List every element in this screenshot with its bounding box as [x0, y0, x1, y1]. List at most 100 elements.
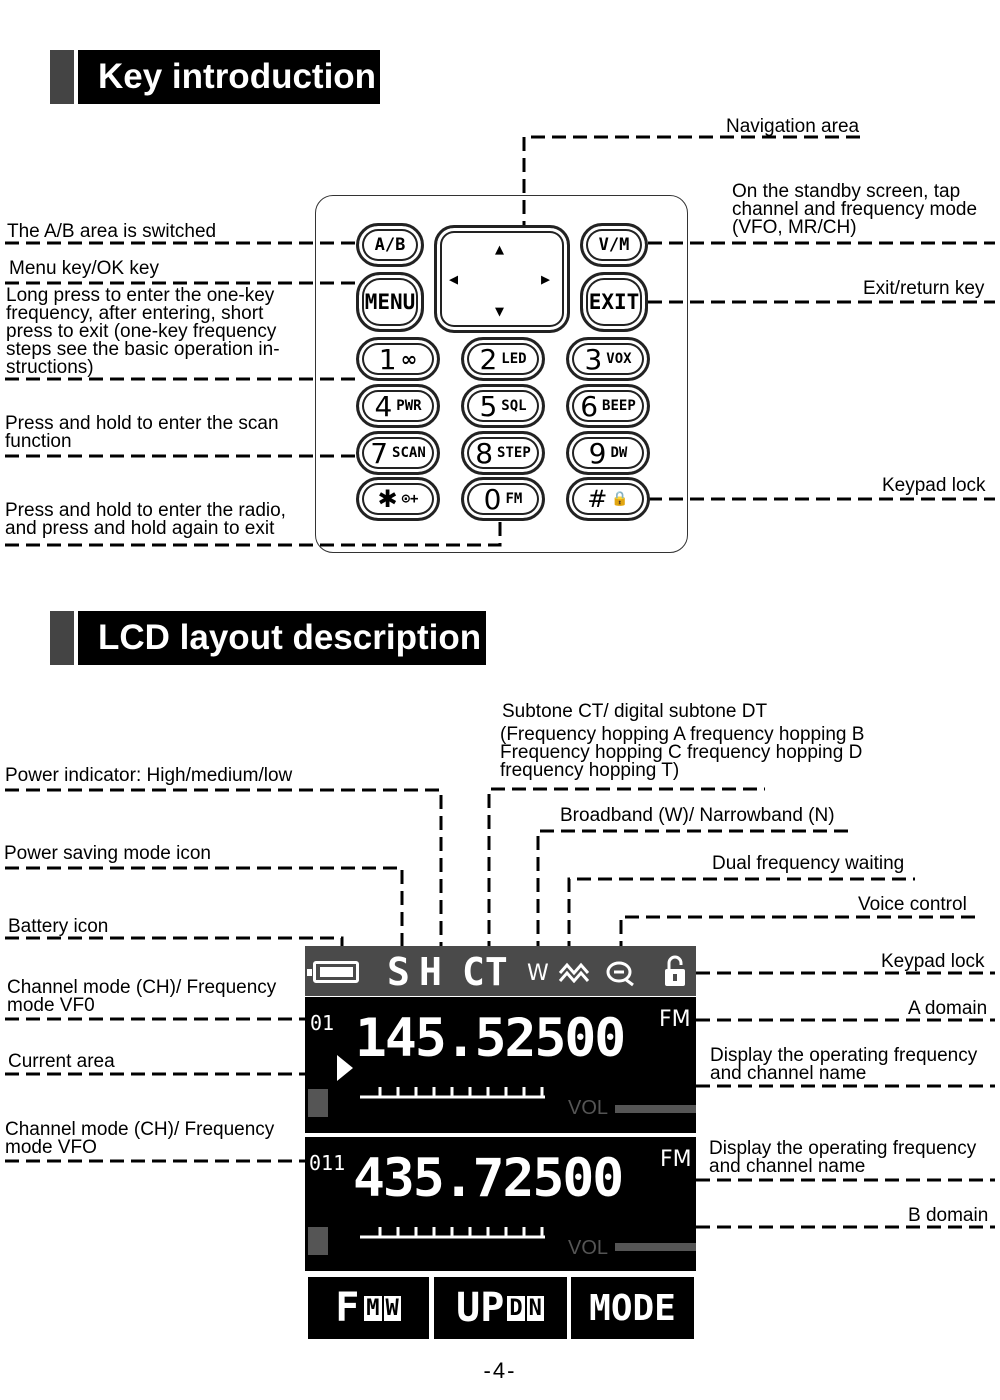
channel-mode-a-description: Channel mode (CH)/ Frequency mode VF0: [7, 977, 277, 1016]
scan-line-2: function: [5, 431, 72, 452]
soft-key-mode-label: MODE: [589, 1287, 676, 1329]
lcd-b-domain: 011 435.72500 FM VOL: [305, 1137, 696, 1271]
signal-meter-a: [360, 1087, 545, 1099]
key-9-sub: DW: [610, 445, 628, 461]
key-hash[interactable]: #🔒: [566, 477, 650, 521]
radio-line-1: Press and hold to enter the radio,: [5, 500, 286, 521]
soft-key-d: D: [507, 1295, 525, 1321]
key-3-digit: 3: [584, 342, 603, 376]
display-a-line-1: Display the operating frequency: [710, 1045, 978, 1066]
asterisk-icon: ✱: [377, 485, 398, 513]
menu-desc-line-3: press to exit (one-key frequency: [6, 321, 277, 342]
key-0-sub: FM: [505, 491, 523, 507]
keypad-lock-label: Keypad lock: [882, 475, 986, 496]
ch-mode-b-line-2: mode VFO: [5, 1137, 97, 1158]
ab-key[interactable]: A/B: [356, 223, 424, 267]
navigation-area-label: Navigation area: [726, 116, 860, 137]
menu-key[interactable]: MENU: [356, 272, 424, 332]
key-8-digit: 8: [475, 436, 494, 470]
hash-symbol: #: [587, 485, 608, 513]
soft-key-n: N: [526, 1295, 544, 1321]
signal-meter-b: [360, 1227, 545, 1239]
volume-bar-b: [615, 1243, 696, 1251]
channel-number-a: 01: [310, 1011, 335, 1035]
power-plus-icon: ⊙+: [401, 491, 419, 507]
display-b-line-2: and channel name: [709, 1156, 866, 1177]
display-a-description: Display the operating frequency and chan…: [710, 1045, 978, 1084]
fm-indicator-a: FM: [659, 1007, 691, 1032]
key-6-sub: BEEP: [602, 398, 636, 414]
hopping-description: (Frequency hopping A frequency hopping B…: [500, 724, 865, 781]
fm-indicator-b: FM: [660, 1147, 692, 1172]
navigation-pad[interactable]: ▲ ▼ ◀ ▶: [434, 225, 570, 333]
radio-line-2: and press and hold again to exit: [5, 518, 275, 539]
volume-label-a: VOL: [568, 1097, 609, 1119]
menu-key-description: Long press to enter the one-key frequenc…: [6, 285, 306, 377]
section-accent-bar: [50, 50, 74, 104]
soft-key-mode[interactable]: MODE: [571, 1277, 694, 1339]
key-4-digit: 4: [374, 389, 393, 423]
menu-desc-line-1: Long press to enter the one-key: [6, 285, 275, 306]
soft-key-up: UP: [456, 1285, 505, 1331]
key-5-digit: 5: [479, 389, 498, 423]
arrow-down-icon[interactable]: ▼: [495, 302, 505, 320]
voicemail-icon: ∞: [400, 347, 418, 371]
frequency-a: 145.52500: [355, 1008, 626, 1069]
vm-line-3: (VFO, MR/CH): [732, 217, 857, 238]
key-5-sub: SQL: [501, 398, 527, 414]
display-a-line-2: and channel name: [710, 1063, 867, 1084]
key-7-digit: 7: [370, 436, 389, 470]
key-8-sub: STEP: [497, 445, 531, 461]
menu-desc-line-4: steps see the basic operation in-: [6, 339, 280, 360]
vm-line-2: channel and frequency mode: [732, 199, 978, 220]
dual-wait-label: Dual frequency waiting: [712, 853, 905, 874]
voice-control-label: Voice control: [858, 894, 967, 915]
key-1-digit: 1: [378, 342, 397, 376]
key-star[interactable]: ✱⊙+: [356, 477, 440, 521]
bandwidth-label: Broadband (W)/ Narrowband (N): [560, 805, 835, 826]
key-3-sub: VOX: [606, 351, 632, 367]
radio-description: Press and hold to enter the radio, and p…: [5, 500, 286, 539]
arrow-up-icon[interactable]: ▲: [495, 240, 505, 258]
frequency-b: 435.72500: [353, 1148, 624, 1209]
key-1[interactable]: 1∞: [356, 337, 440, 381]
page-number: -4-: [483, 1358, 517, 1383]
ch-mode-b-line-1: Channel mode (CH)/ Frequency: [5, 1119, 275, 1140]
b-domain-label: B domain: [908, 1205, 989, 1226]
scan-line-1: Press and hold to enter the scan: [5, 413, 279, 434]
ch-mode-a-line-1: Channel mode (CH)/ Frequency: [7, 977, 277, 998]
ch-mode-a-line-2: mode VF0: [7, 995, 95, 1016]
lcd-layout-heading: LCD layout description: [78, 611, 486, 665]
volume-label-b: VOL: [568, 1237, 609, 1259]
hopping-line-1: (Frequency hopping A frequency hopping B: [500, 724, 865, 745]
subtone-label: Subtone CT/ digital subtone DT: [502, 701, 768, 722]
lcd-keypad-lock-label: Keypad lock: [881, 951, 985, 972]
signal-block-b: [308, 1227, 328, 1255]
arrow-left-icon[interactable]: ◀: [449, 270, 459, 288]
soft-key-fmw[interactable]: F M W: [308, 1277, 429, 1339]
battery-icon: [307, 961, 359, 983]
soft-key-updn[interactable]: UP D N: [434, 1277, 567, 1339]
channel-number-b: 011: [309, 1151, 346, 1175]
bandwidth-indicator: W: [527, 961, 549, 986]
key-9-digit: 9: [588, 436, 607, 470]
channel-mode-b-description: Channel mode (CH)/ Frequency mode VFO: [5, 1119, 275, 1158]
vm-key[interactable]: V/M: [580, 223, 648, 267]
hopping-line-3: frequency hopping T): [500, 760, 680, 781]
exit-key[interactable]: EXIT: [580, 272, 648, 332]
keypad-lock-icon: [665, 955, 685, 986]
key-7-sub: SCAN: [392, 445, 426, 461]
key-2-sub: LED: [501, 351, 527, 367]
arrow-right-icon[interactable]: ▶: [541, 270, 551, 288]
vm-line-1: On the standby screen, tap: [732, 181, 961, 202]
keypad-frame: [315, 195, 688, 553]
